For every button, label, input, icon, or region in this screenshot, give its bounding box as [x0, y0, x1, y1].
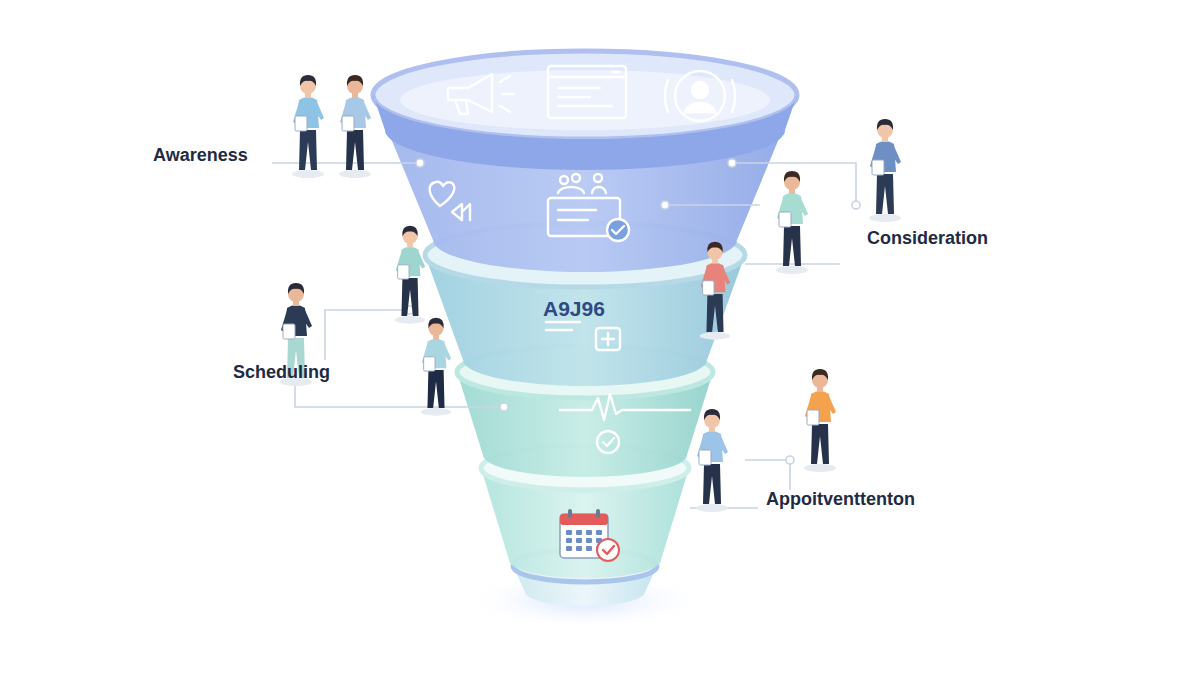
calendar-cell	[566, 530, 572, 535]
leader-dot	[500, 403, 508, 411]
calendar-cell	[576, 538, 582, 543]
calendar-cell	[576, 546, 582, 551]
heartbeat-icon	[560, 394, 690, 453]
stage-label: Scheduling	[230, 361, 333, 384]
person-figure	[421, 318, 451, 416]
stage-icons	[430, 66, 735, 561]
leader-dot	[661, 201, 669, 209]
person-figure	[869, 119, 901, 222]
stage-label: Appoitventtenton	[763, 488, 918, 511]
person-figure	[339, 75, 371, 178]
megaphone-icon	[448, 74, 514, 114]
leader-line	[325, 310, 410, 360]
calendar-cell	[596, 530, 602, 535]
profile-icon	[665, 71, 735, 121]
calendar-cell	[576, 530, 582, 535]
stage-label: Awareness	[150, 144, 251, 167]
leader-line	[745, 263, 840, 265]
funnel-opening	[400, 70, 770, 130]
stage-label: Consideration	[864, 227, 991, 250]
calendar-cell	[566, 538, 572, 543]
people-icon	[558, 174, 606, 193]
calendar-cell	[586, 538, 592, 543]
browser-icon	[548, 66, 626, 118]
person-figure	[292, 75, 324, 178]
leader-dot	[416, 159, 424, 167]
leader-line	[295, 382, 504, 407]
person-figure	[804, 369, 836, 472]
leader-line	[272, 162, 420, 164]
person-figure	[395, 226, 425, 324]
leader-line	[745, 460, 790, 490]
leader-lines	[272, 159, 860, 508]
people	[280, 75, 901, 512]
heart-icon	[430, 182, 470, 220]
leader-dot	[786, 456, 794, 464]
calendar-icon	[560, 509, 619, 561]
person-figure	[776, 171, 808, 274]
person-figure	[696, 409, 728, 512]
funnel	[373, 51, 797, 606]
calendar-cell	[586, 546, 592, 551]
leader-dot	[728, 159, 736, 167]
form-icon	[548, 198, 629, 241]
leader-dot	[852, 201, 860, 209]
calendar-cell	[566, 546, 572, 551]
band-code: A9J96	[540, 296, 608, 322]
plus-icon	[546, 322, 620, 350]
band-rim	[373, 51, 797, 139]
person-figure	[700, 242, 730, 340]
leader-line	[665, 204, 760, 206]
calendar-cell	[586, 530, 592, 535]
